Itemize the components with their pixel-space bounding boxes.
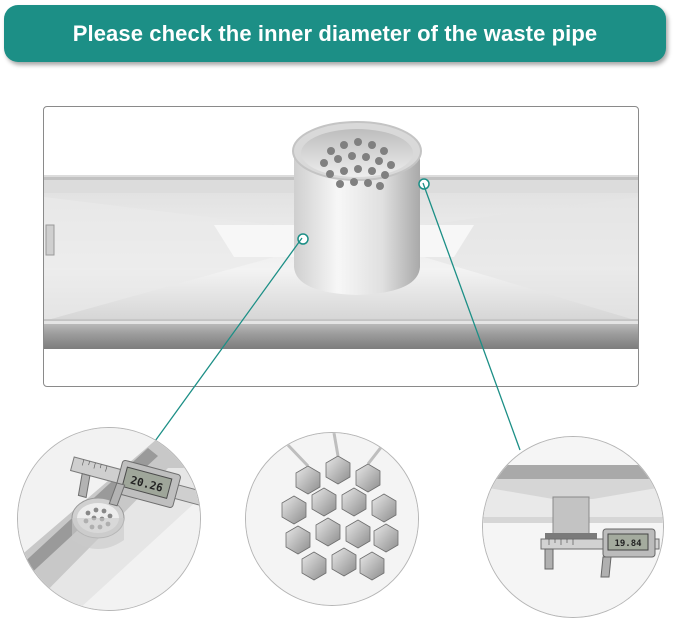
caliper-side-image: 19.84 (483, 437, 663, 617)
banner-title: Please check the inner diameter of the w… (72, 20, 598, 46)
drain-illustration (44, 121, 638, 349)
hex-bar-ends (281, 455, 399, 581)
hex-steel-bars-image (246, 433, 418, 605)
caliper-detail-circle-right: 19.84 (482, 436, 664, 618)
steel-bars-circle (245, 432, 419, 606)
caliper-reading-right: 19.84 (614, 539, 642, 549)
title-banner: Please check the inner diameter of the w… (4, 5, 666, 62)
caliper-measure-image: 20.26 (18, 428, 200, 610)
caliper-detail-circle-left: 20.26 (17, 427, 201, 611)
drain-main-photo (43, 106, 639, 387)
strainer-holes (320, 138, 395, 190)
